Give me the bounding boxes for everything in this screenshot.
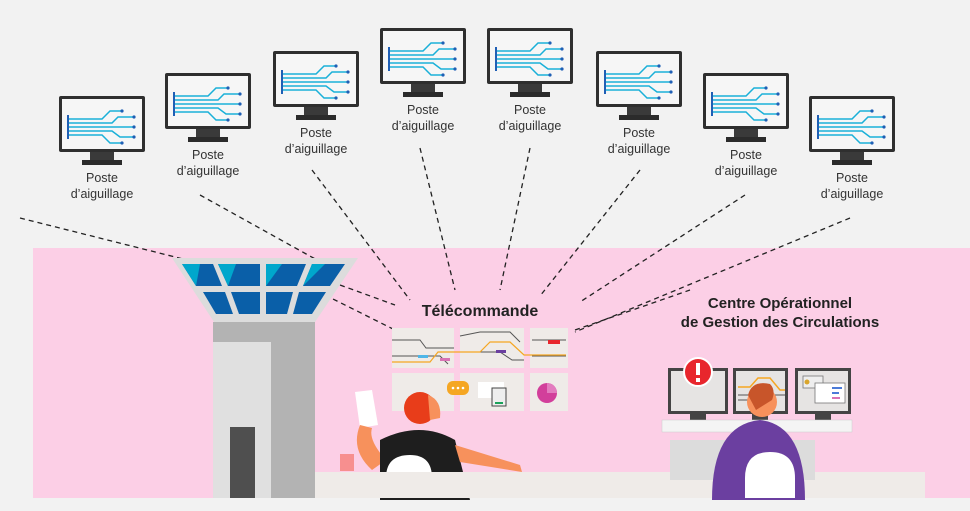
signal-box-station: Poste d’aiguillage — [700, 73, 792, 179]
connection-line — [419, 147, 456, 291]
connection-line — [574, 217, 851, 333]
station-label-line1: Poste — [514, 103, 546, 117]
monitor-icon — [487, 28, 573, 84]
signal-box-station: Poste d’aiguillage — [593, 51, 685, 157]
monitor-icon — [59, 96, 145, 152]
cogc-title-line1: Centre Opérationnel — [707, 295, 853, 312]
signal-box-station: Poste d’aiguillage — [484, 28, 576, 134]
mug-icon — [340, 454, 354, 471]
connection-line — [539, 169, 641, 297]
connection-line — [199, 194, 336, 271]
tower-door — [230, 427, 255, 498]
desk — [315, 472, 925, 498]
connection-line — [499, 147, 531, 291]
station-label-line1: Poste — [300, 126, 332, 140]
cogc-title: Centre Opérationnel de Gestion des Circu… — [635, 294, 925, 332]
station-label-line2: d’aiguillage — [714, 164, 778, 178]
signal-box-station: Poste d’aiguillage — [806, 96, 898, 202]
connection-line — [19, 217, 196, 263]
telecommande-title: Télécommande — [421, 303, 539, 320]
control-tower — [172, 258, 358, 498]
paper-document — [355, 390, 378, 428]
monitor-icon — [273, 51, 359, 107]
tower-windows — [182, 264, 345, 314]
station-label-line1: Poste — [192, 148, 224, 162]
station-label-line2: d’aiguillage — [820, 187, 884, 201]
station-label-line2: d’aiguillage — [70, 187, 134, 201]
signal-box-station: Poste d’aiguillage — [162, 73, 254, 179]
station-label-line1: Poste — [623, 126, 655, 140]
station-label-line2: d’aiguillage — [284, 142, 348, 156]
signal-box-station: Poste d’aiguillage — [270, 51, 362, 157]
station-label-line1: Poste — [407, 103, 439, 117]
station-label-line2: d’aiguillage — [176, 164, 240, 178]
cogc-workstation — [661, 357, 853, 500]
station-label-line2: d’aiguillage — [391, 119, 455, 133]
station-label-line1: Poste — [836, 171, 868, 185]
connection-line — [311, 169, 411, 301]
connection-line — [574, 289, 691, 331]
monitor-icon — [380, 28, 466, 84]
connection-line — [339, 284, 396, 306]
monitor-icon — [165, 73, 251, 129]
monitor-icon — [703, 73, 789, 129]
station-label-line2: d’aiguillage — [498, 119, 562, 133]
telecommande-wall — [392, 328, 568, 411]
signal-box-station: Poste d’aiguillage — [377, 28, 469, 134]
station-label-line1: Poste — [730, 148, 762, 162]
monitor-icon — [596, 51, 682, 107]
station-label-line1: Poste — [86, 171, 118, 185]
connection-line — [324, 294, 396, 331]
signal-box-station: Poste d’aiguillage — [56, 96, 148, 202]
cogc-title-line2: de Gestion des Circulations — [680, 314, 880, 331]
station-label-line2: d’aiguillage — [607, 142, 671, 156]
monitor-icon — [809, 96, 895, 152]
connection-line — [579, 194, 746, 303]
